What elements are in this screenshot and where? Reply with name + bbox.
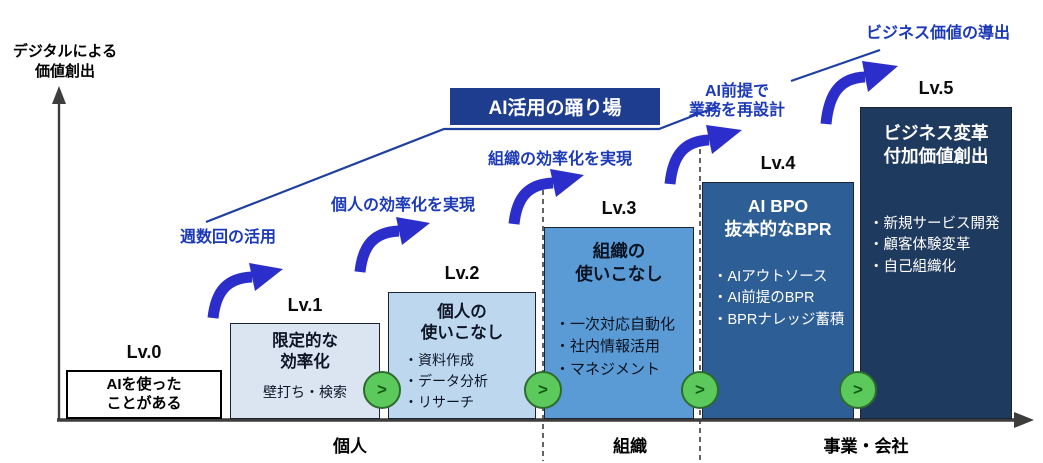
step-marker-icon: > — [524, 371, 562, 409]
level-box-lv5: ビジネス変革 付加価値創出 ・新規サービス開発 ・顧客体験変革 ・自己組織化 — [860, 107, 1012, 419]
level-box-lv2-bullets: ・資料作成 ・データ分析 ・リサーチ — [404, 350, 488, 413]
bullet-item: ・リサーチ — [404, 393, 474, 410]
bullet-item: ・AIアウトソース — [713, 268, 828, 285]
annotation-weekly-use: 週数回の活用 — [180, 229, 277, 246]
level-box-lv0: AIを使った ことがある — [66, 370, 222, 419]
annotation-business-value: ビジネス価値の導出 — [866, 25, 1011, 42]
level-box-lv4-bullets: ・AIアウトソース ・AI前提のBPR ・BPRナレッジ蓄積 — [713, 267, 844, 332]
level-box-lv1-title: 限定的な 効率化 — [272, 332, 338, 372]
level-box-lv0-title: AIを使った ことがある — [106, 375, 182, 412]
level-box-lv4-title: AI BPO 抜本的なBPR — [724, 196, 832, 239]
bullet-item: ・データ分析 — [404, 372, 488, 389]
x-axis-group-label-organization: 組織 — [613, 437, 647, 456]
bullet-item: ・社内情報活用 — [555, 338, 661, 355]
level-box-lv2: 個人の 使いこなし ・資料作成 ・データ分析 ・リサーチ — [388, 292, 536, 419]
level-label-lv1: Lv.1 — [287, 295, 323, 315]
level-box-lv1: 限定的な 効率化 壁打ち・検索 — [230, 323, 380, 419]
bullet-item: ・自己組織化 — [869, 259, 956, 275]
level-label-lv3: Lv.3 — [601, 198, 637, 218]
annotation-ai-redesign: AI前提で 業務を再設計 — [688, 83, 785, 119]
plateau-banner: AI活用の踊り場 — [450, 88, 660, 125]
level-box-lv5-bullets: ・新規サービス開発 ・顧客体験変革 ・自己組織化 — [869, 214, 1000, 279]
plateau-banner-label: AI活用の踊り場 — [488, 98, 622, 119]
annotation-personal-efficiency: 個人の効率化を実現 — [331, 197, 476, 214]
x-axis-group-label-business: 事業・会社 — [823, 437, 909, 456]
annotation-org-efficiency: 組織の効率化を実現 — [488, 151, 633, 168]
level-box-lv3: 組織の 使いこなし ・一次対応自動化 ・社内情報活用 ・マネジメント — [544, 227, 694, 419]
x-axis-group-label-personal: 個人 — [333, 437, 367, 456]
level-label-lv5: Lv.5 — [918, 78, 954, 98]
y-axis-label: デジタルによる 価値創出 — [12, 43, 118, 80]
business-value-line — [790, 48, 881, 83]
level-label-lv4: Lv.4 — [760, 153, 796, 173]
level-box-lv3-title: 組織の 使いこなし — [575, 241, 663, 284]
step-marker-icon: > — [681, 371, 719, 409]
level-box-lv1-subtitle: 壁打ち・検索 — [263, 383, 347, 400]
y-axis-arrowhead-icon — [52, 86, 66, 104]
level-box-lv5-title: ビジネス変革 付加価値創出 — [883, 123, 989, 166]
bullet-item: ・資料作成 — [404, 351, 474, 368]
level-box-lv3-bullets: ・一次対応自動化 ・社内情報活用 ・マネジメント — [555, 314, 675, 382]
step-marker-icon: > — [839, 371, 877, 409]
x-axis-arrowhead-icon — [1014, 412, 1034, 428]
level-label-lv0: Lv.0 — [126, 342, 162, 362]
bullet-item: ・新規サービス開発 — [869, 215, 1000, 232]
level-label-lv2: Lv.2 — [444, 263, 480, 283]
bullet-item: ・顧客体験変革 — [869, 237, 971, 254]
level-box-lv2-title: 個人の 使いこなし — [420, 303, 504, 343]
bullet-item: ・マネジメント — [555, 360, 661, 378]
bullet-item: ・一次対応自動化 — [555, 315, 676, 333]
bullet-item: ・AI前提のBPR — [713, 290, 815, 307]
bullet-item: ・BPRナレッジ蓄積 — [713, 312, 845, 328]
level-box-lv4: AI BPO 抜本的なBPR ・AIアウトソース ・AI前提のBPR ・BPRナ… — [702, 182, 854, 419]
step-marker-icon: > — [363, 371, 401, 409]
